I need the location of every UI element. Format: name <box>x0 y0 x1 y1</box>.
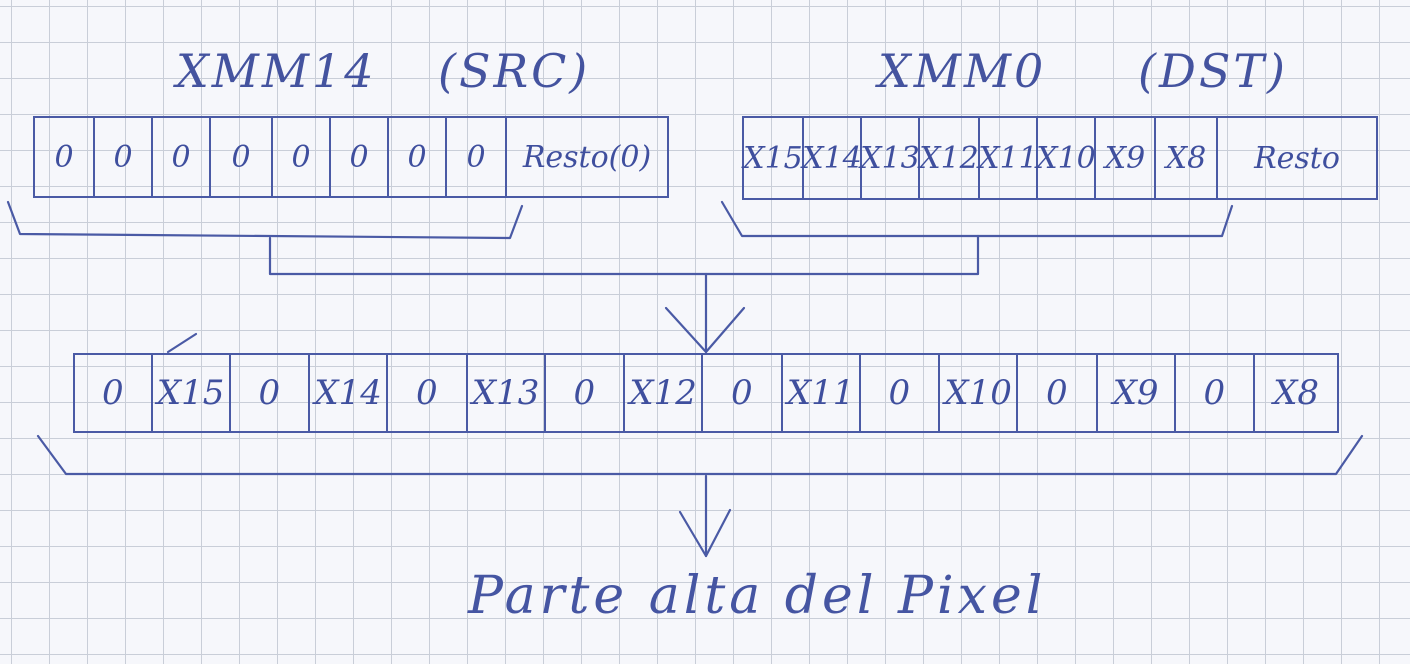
dst-cell: X15 <box>743 118 804 198</box>
src-cell: 0 <box>447 118 507 196</box>
result-cell: X10 <box>940 355 1018 431</box>
src-register: 0 0 0 0 0 0 0 0 Resto(0) <box>33 116 669 198</box>
result-cell: 0 <box>1018 355 1098 431</box>
dst-register: X15 X14 X13 X12 X11 X10 X9 X8 Resto <box>742 116 1378 200</box>
result-cell: X9 <box>1098 355 1176 431</box>
result-cell: X14 <box>310 355 388 431</box>
src-register-name: XMM14 <box>176 44 377 98</box>
dst-register-name: XMM0 <box>878 44 1047 98</box>
result-cell: X8 <box>1273 373 1320 413</box>
dst-cell: X8 <box>1156 118 1218 198</box>
dst-register-role: (DST) <box>1138 44 1288 98</box>
src-cell: 0 <box>35 118 95 196</box>
src-cell: 0 <box>273 118 331 196</box>
result-cell: 0 <box>546 355 626 431</box>
result-brace <box>36 434 1364 476</box>
src-brace <box>6 200 524 240</box>
result-register: 0 X15 0 X14 0 X13 0 X12 0 X11 0 X10 0 X9… <box>73 353 1339 433</box>
result-cell: X12 <box>625 355 703 431</box>
result-cell: 0 <box>388 355 468 431</box>
dst-cell: X14 <box>802 118 862 198</box>
result-cell: 0 <box>231 355 311 431</box>
caption: Parte alta del Pixel <box>468 566 1047 626</box>
src-cell: 0 <box>153 118 211 196</box>
result-cell: 0 <box>75 355 153 431</box>
dst-cell: X10 <box>1036 118 1096 198</box>
result-cell: 0 <box>1176 355 1256 431</box>
result-cell: X13 <box>468 355 546 431</box>
result-cell: X15 <box>153 355 231 431</box>
dst-cell-rest: Resto <box>1254 140 1340 176</box>
result-cell: 0 <box>861 355 941 431</box>
down-arrow-2-head <box>678 508 732 558</box>
src-cell-rest: Resto(0) <box>522 139 652 175</box>
join-line <box>268 234 980 276</box>
result-cell: X11 <box>783 355 861 431</box>
dst-cell: X11 <box>978 118 1038 198</box>
dst-brace <box>720 200 1234 238</box>
src-cell: 0 <box>95 118 153 196</box>
down-arrow-1-head <box>664 306 746 354</box>
dst-cell: X12 <box>919 118 980 198</box>
src-cell: 0 <box>211 118 273 196</box>
src-cell: 0 <box>389 118 447 196</box>
src-cell: 0 <box>331 118 389 196</box>
dst-cell: X9 <box>1096 118 1156 198</box>
dst-cell: X13 <box>860 118 920 198</box>
src-register-role: (SRC) <box>438 44 591 98</box>
result-cell: 0 <box>703 355 783 431</box>
